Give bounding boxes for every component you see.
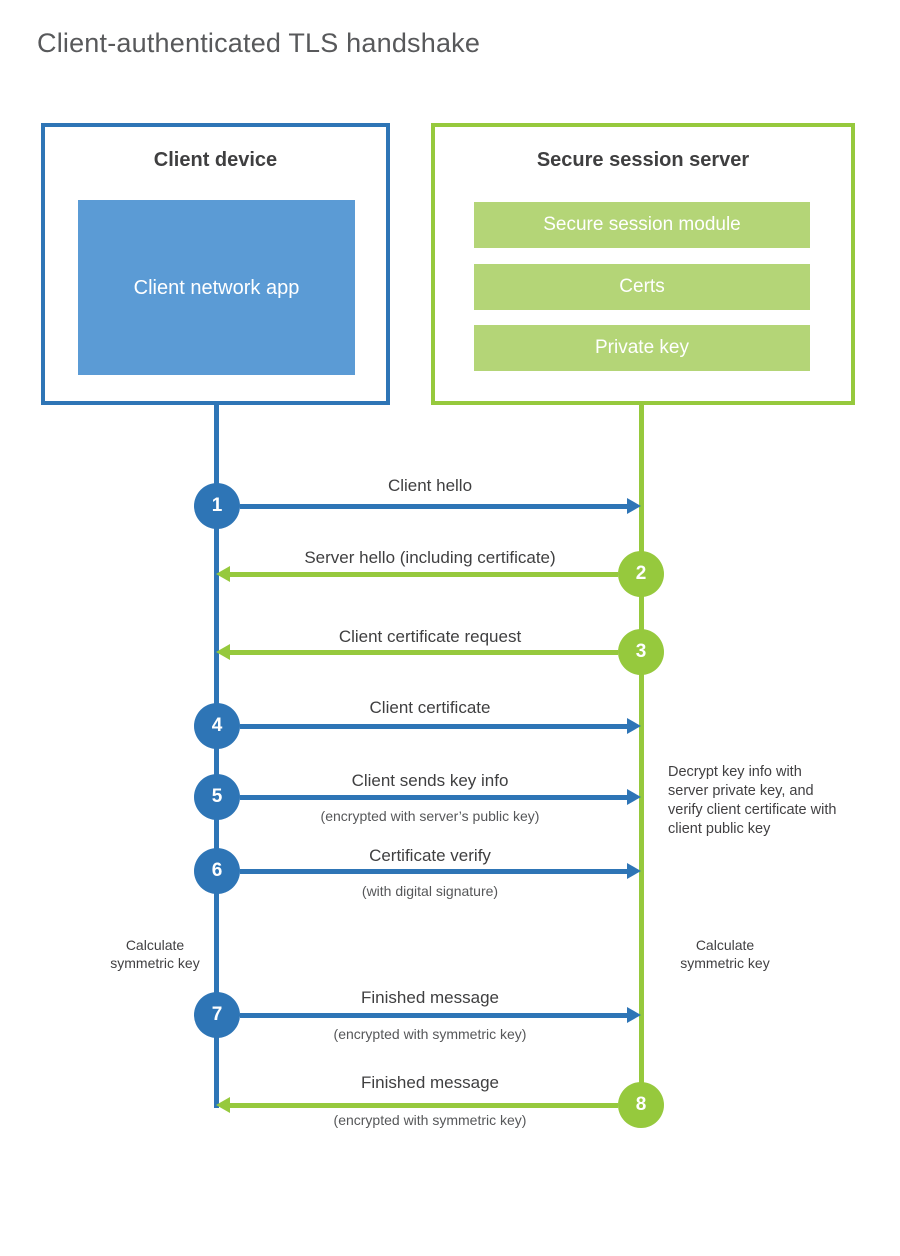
step-7-arrowhead-icon xyxy=(627,1007,641,1023)
secure-session-server-box: Secure session server Secure session mod… xyxy=(431,123,855,405)
step-2-label: Server hello (including certificate) xyxy=(304,548,556,567)
server-certs-bar: Certs xyxy=(474,264,810,310)
server-private-key-bar: Private key xyxy=(474,325,810,371)
step-8-arrow xyxy=(230,1103,618,1108)
client-network-app-label: Client network app xyxy=(133,276,300,299)
step-6-sublabel: (with digital signature) xyxy=(361,883,499,899)
step-2-arrow xyxy=(230,572,618,577)
server-decrypt-note: Decrypt key info with server private key… xyxy=(668,764,837,838)
step-5-label: Client sends key info xyxy=(351,771,509,790)
server-calculate-note: Calculate symmetric key xyxy=(680,937,770,972)
step-1-circle: 1 xyxy=(194,483,240,529)
step-8-circle: 8 xyxy=(618,1082,664,1128)
step-3-arrowhead-icon xyxy=(216,644,230,660)
step-7-circle: 7 xyxy=(194,992,240,1038)
step-5-arrowhead-icon xyxy=(627,789,641,805)
step-4-label: Client certificate xyxy=(369,698,491,717)
secure-session-server-title: Secure session server xyxy=(536,149,750,171)
step-4-arrow xyxy=(240,724,627,729)
step-3-label: Client certificate request xyxy=(338,627,522,646)
step-6-circle: 6 xyxy=(194,848,240,894)
step-6-label: Certificate verify xyxy=(369,846,491,865)
step-6-arrowhead-icon xyxy=(627,863,641,879)
step-8-label: Finished message xyxy=(361,1073,499,1092)
step-2-circle: 2 xyxy=(618,551,664,597)
step-1-label: Client hello xyxy=(387,476,473,495)
client-network-app-box: Client network app xyxy=(78,200,355,375)
step-3-circle: 3 xyxy=(618,629,664,675)
step-6-arrow xyxy=(240,869,627,874)
step-5-arrow xyxy=(240,795,627,800)
step-8-sublabel: (encrypted with symmetric key) xyxy=(333,1112,527,1128)
step-5-circle: 5 xyxy=(194,774,240,820)
step-7-label: Finished message xyxy=(361,988,499,1007)
step-4-circle: 4 xyxy=(194,703,240,749)
step-4-arrowhead-icon xyxy=(627,718,641,734)
step-1-arrowhead-icon xyxy=(627,498,641,514)
step-5-sublabel: (encrypted with server’s public key) xyxy=(320,808,540,824)
step-7-sublabel: (encrypted with symmetric key) xyxy=(333,1026,527,1042)
client-calculate-note: Calculate symmetric key xyxy=(110,937,200,972)
step-2-arrowhead-icon xyxy=(216,566,230,582)
step-1-arrow xyxy=(240,504,627,509)
client-device-title: Client device xyxy=(153,149,278,171)
step-3-arrow xyxy=(230,650,618,655)
client-device-box: Client device Client network app xyxy=(41,123,390,405)
client-lifeline xyxy=(214,405,219,1108)
server-lifeline xyxy=(639,405,644,1105)
step-8-arrowhead-icon xyxy=(216,1097,230,1113)
step-7-arrow xyxy=(240,1013,627,1018)
server-module-bar: Secure session module xyxy=(474,202,810,248)
page-title: Client-authenticated TLS handshake xyxy=(37,28,481,58)
